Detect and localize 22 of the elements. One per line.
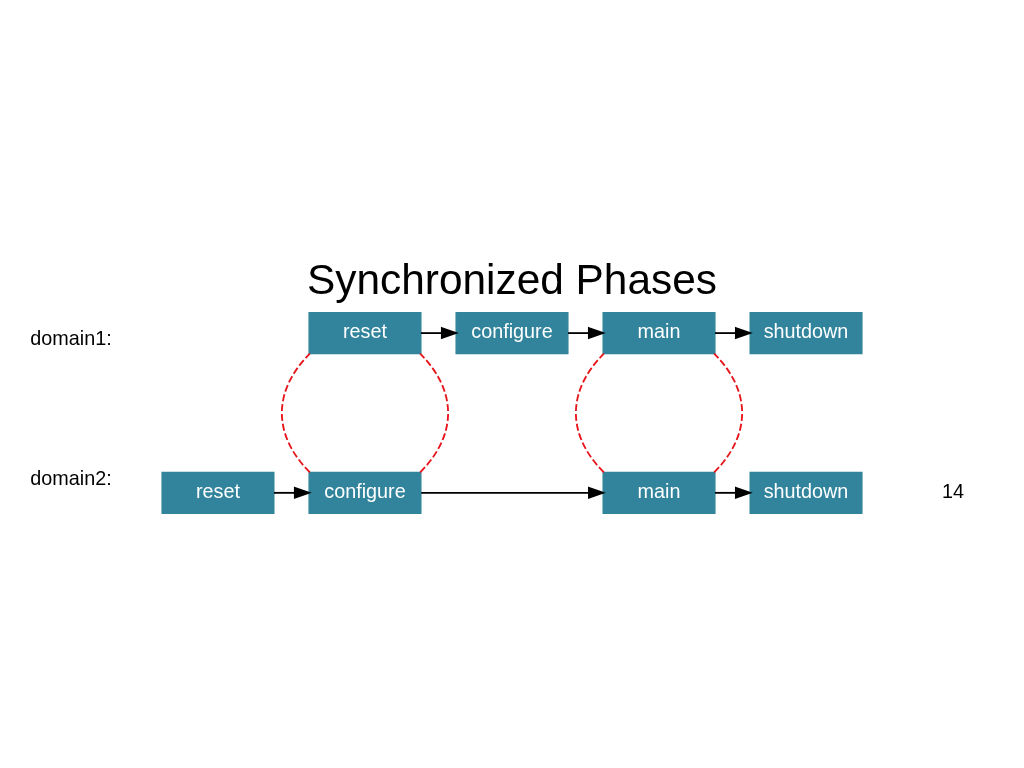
connector bbox=[713, 352, 744, 474]
arrow bbox=[714, 326, 753, 340]
connector bbox=[280, 352, 311, 474]
arrow bbox=[272, 486, 312, 500]
node-box: shutdown bbox=[749, 311, 863, 355]
connector bbox=[575, 352, 605, 474]
node-box: configure bbox=[308, 471, 422, 515]
label: domain2: bbox=[30, 467, 112, 490]
arrow bbox=[420, 326, 459, 340]
node-box: main bbox=[602, 311, 716, 355]
node-box: reset bbox=[161, 471, 275, 515]
label: domain1: bbox=[30, 327, 112, 350]
arrow bbox=[420, 486, 606, 500]
label: 14 bbox=[942, 480, 965, 503]
node-box: configure bbox=[455, 311, 569, 355]
node-box: shutdown bbox=[749, 471, 863, 515]
arrow bbox=[567, 326, 606, 340]
arrow bbox=[714, 486, 753, 500]
diagram-title: Synchronized Phases bbox=[306, 256, 718, 304]
node-box: main bbox=[602, 471, 716, 515]
connector bbox=[419, 352, 450, 474]
node-box: reset bbox=[308, 311, 422, 355]
